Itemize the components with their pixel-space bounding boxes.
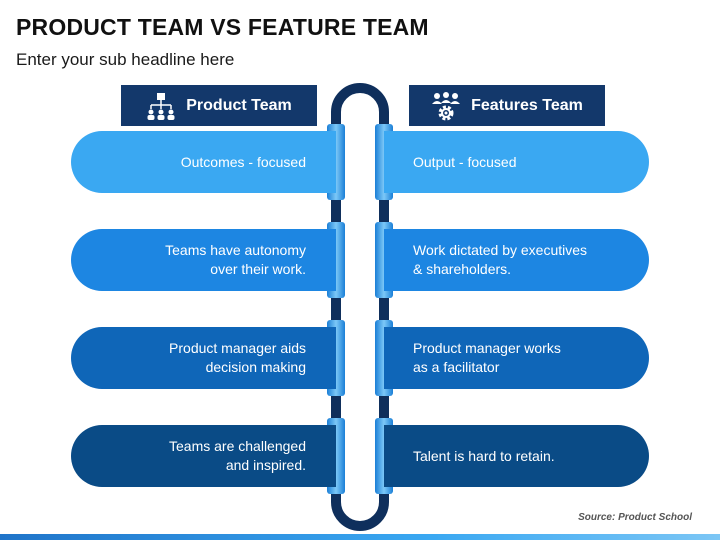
features-team-item-2: Work dictated by executives & shareholde… xyxy=(384,229,649,291)
page-subtitle: Enter your sub headline here xyxy=(16,50,235,69)
product-team-item-4: Teams are challenged and inspired. xyxy=(71,425,336,487)
product-team-header: Product Team xyxy=(121,85,317,126)
product-team-item-text: Teams are challenged and inspired. xyxy=(169,438,306,473)
product-team-label: Product Team xyxy=(186,96,292,114)
features-team-item-text: Output - focused xyxy=(413,153,517,170)
features-team-item-1: Output - focused xyxy=(384,131,649,193)
features-team-label: Features Team xyxy=(471,96,583,114)
features-team-item-4: Talent is hard to retain. xyxy=(384,425,649,487)
product-team-item-1: Outcomes - focused xyxy=(71,131,336,193)
org-chart-icon xyxy=(147,92,175,120)
features-team-item-text: Work dictated by executives & shareholde… xyxy=(413,242,588,277)
source-note: Source: Product School xyxy=(578,512,692,523)
product-team-item-text: Product manager aids decision making xyxy=(169,340,306,375)
features-team-item-text: Product manager works as a facilitator xyxy=(413,340,561,375)
product-team-item-text: Outcomes - focused xyxy=(180,153,306,170)
chain-top-loop xyxy=(331,83,389,129)
footer-bar xyxy=(0,534,720,540)
features-team-item-3: Product manager works as a facilitator xyxy=(384,327,649,389)
features-team-item-text: Talent is hard to retain. xyxy=(413,447,555,464)
product-team-item-2: Teams have autonomy over their work. xyxy=(71,229,336,291)
page-title: PRODUCT TEAM VS FEATURE TEAM xyxy=(16,14,429,40)
chain-bottom-loop xyxy=(331,487,389,531)
features-team-header: Features Team xyxy=(409,85,605,126)
product-team-item-3: Product manager aids decision making xyxy=(71,327,336,389)
team-gear-icon xyxy=(432,91,461,120)
product-team-item-text: Teams have autonomy over their work. xyxy=(165,242,306,277)
